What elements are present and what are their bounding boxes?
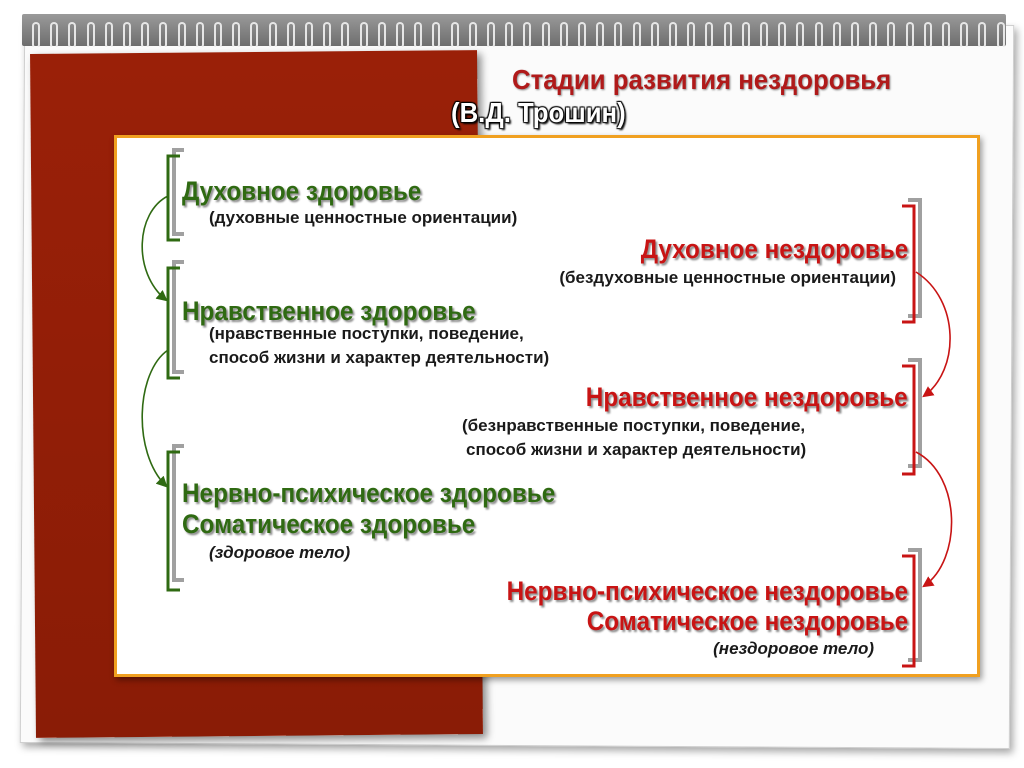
spiral-ring	[996, 22, 1005, 48]
spiral-ring	[450, 22, 459, 48]
spiral-ring	[796, 22, 805, 48]
spiral-ring	[414, 22, 423, 48]
spiral-ring	[195, 22, 204, 48]
spiral-ring	[723, 22, 732, 48]
spiral-ring	[505, 22, 514, 48]
spiral-ring	[86, 22, 95, 48]
spiral-ring	[869, 22, 878, 48]
spiral-ring	[832, 22, 841, 48]
spiral-ring	[814, 22, 823, 48]
spiral-ring	[377, 22, 386, 48]
spiral-ring	[32, 22, 40, 48]
somatic-illness-heading: Соматическое нездоровье	[586, 606, 908, 636]
spiral-ring	[923, 22, 932, 48]
moral-illness-heading: Нравственное нездоровье	[586, 382, 908, 412]
spiral-ring	[523, 22, 532, 48]
spiral-ring	[650, 22, 659, 48]
spiral-ring	[159, 22, 168, 48]
spiral-ring	[123, 22, 131, 48]
spiral-ring	[487, 22, 495, 48]
spiral-ring	[396, 22, 404, 48]
spiral-ring	[960, 22, 969, 48]
spiral-ring	[760, 22, 768, 48]
slide-title: Стадии развития нездоровья	[512, 64, 892, 95]
spiral-ring	[305, 22, 313, 48]
spiral-ring	[632, 22, 641, 48]
moral-illness-desc-line2: способ жизни и характер деятельности)	[466, 440, 807, 459]
spiral-ring	[578, 22, 586, 48]
moral-health-heading: Нравственное здоровье	[182, 296, 476, 326]
spiral-ring	[851, 22, 859, 48]
spiral-ring	[359, 22, 368, 48]
spiral-ring	[323, 22, 332, 48]
spiral-ring	[341, 22, 350, 48]
neuro-illness-heading: Нервно-психическое нездоровье	[506, 576, 908, 606]
somatic-health-heading: Соматическое здоровье	[182, 509, 476, 539]
moral-health-desc-line1: (нравственные поступки, поведение,	[209, 324, 524, 343]
spiritual-illness-desc: (бездуховные ценностные ориентации)	[559, 268, 896, 287]
diagram-panel	[114, 135, 980, 677]
spiral-ring	[214, 22, 222, 48]
spiral-ring	[887, 22, 896, 48]
moral-health-desc-line2: способ жизни и характер деятельности)	[209, 348, 550, 367]
spiritual-illness-heading: Духовное нездоровье	[640, 234, 908, 264]
neuro-health-heading: Нервно-психическое здоровье	[182, 478, 556, 508]
spiral-ring	[250, 22, 259, 48]
spiral-ring	[978, 22, 987, 48]
spiral-ring	[778, 22, 787, 48]
spiral-ring	[286, 22, 295, 48]
spiral-ring	[104, 22, 113, 48]
spiral-ring	[68, 22, 77, 48]
spiritual-health-heading: Духовное здоровье	[182, 176, 422, 206]
spiral-ring	[177, 22, 186, 48]
slide-subtitle: (В.Д. Трошин)	[451, 97, 626, 128]
spiral-ring	[468, 22, 477, 48]
spiral-ring	[141, 22, 150, 48]
spiral-ring	[596, 22, 605, 48]
spiral-ring	[741, 22, 750, 48]
unhealthy-body-desc: (нездоровое тело)	[713, 639, 874, 658]
spiral-ring	[705, 22, 714, 48]
spiral-binding	[22, 14, 1006, 48]
spiritual-health-desc: (духовные ценностные ориентации)	[209, 208, 518, 227]
spiral-ring	[541, 22, 550, 48]
spiral-ring	[268, 22, 277, 48]
spiral-ring	[559, 22, 568, 48]
moral-illness-desc-line1: (безнравственные поступки, поведение,	[462, 416, 806, 435]
spiral-ring	[232, 22, 241, 48]
spiral-ring	[687, 22, 696, 48]
spiral-ring	[432, 22, 441, 48]
spiral-ring	[50, 22, 59, 48]
spiral-ring	[942, 22, 950, 48]
healthy-body-desc: (здоровое тело)	[209, 543, 351, 562]
spiral-ring	[614, 22, 623, 48]
spiral-ring	[669, 22, 677, 48]
spiral-ring	[905, 22, 914, 48]
